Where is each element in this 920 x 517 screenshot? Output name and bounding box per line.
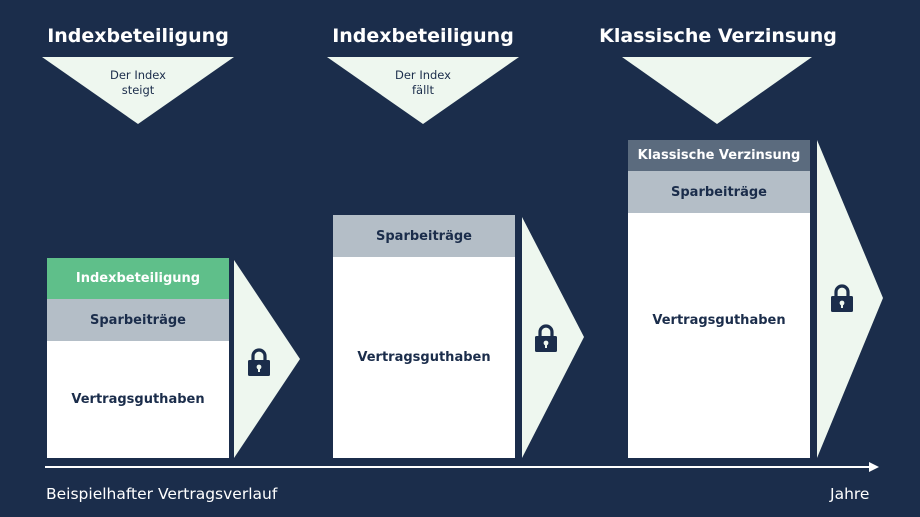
heading-phase-2: Indexbeteiligung (332, 25, 514, 47)
segment-vertragsguthaben-1: Vertragsguthaben (47, 341, 229, 458)
triangle-label-2: Der Index fällt (373, 68, 473, 98)
lock-arrow-1 (234, 260, 300, 458)
segment-sparbeitraege-3: Sparbeiträge (628, 171, 810, 213)
triangle-label-2-line-1: Der Index (395, 68, 451, 82)
triangle-label-2-line-2: fällt (412, 83, 434, 97)
segment-sparbeitraege-2: Sparbeiträge (333, 215, 515, 257)
lock-icon (535, 324, 557, 352)
segment-klassische-verzinsung: Klassische Verzinsung (628, 140, 810, 171)
indicator-triangle-1 (42, 57, 234, 124)
lock-icon (248, 348, 270, 376)
triangle-label-1-line-2: steigt (121, 83, 155, 97)
segment-vertragsguthaben-2: Vertragsguthaben (333, 257, 515, 458)
heading-phase-3: Klassische Verzinsung (599, 25, 837, 47)
lock-icon (831, 284, 853, 312)
triangle-label-1-line-1: Der Index (110, 68, 166, 82)
time-axis-label: Jahre (830, 485, 870, 503)
indicator-triangle-3 (622, 57, 812, 124)
heading-phase-1: Indexbeteiligung (47, 25, 229, 47)
indicator-triangle-2 (327, 57, 519, 124)
triangle-label-1: Der Index steigt (88, 68, 188, 98)
timeline-axis (45, 462, 879, 472)
timeline-label: Beispielhafter Vertragsverlauf (46, 485, 278, 503)
segment-indexbeteiligung: Indexbeteiligung (47, 258, 229, 299)
segment-sparbeitraege-1: Sparbeiträge (47, 299, 229, 341)
segment-vertragsguthaben-3: Vertragsguthaben (628, 213, 810, 458)
